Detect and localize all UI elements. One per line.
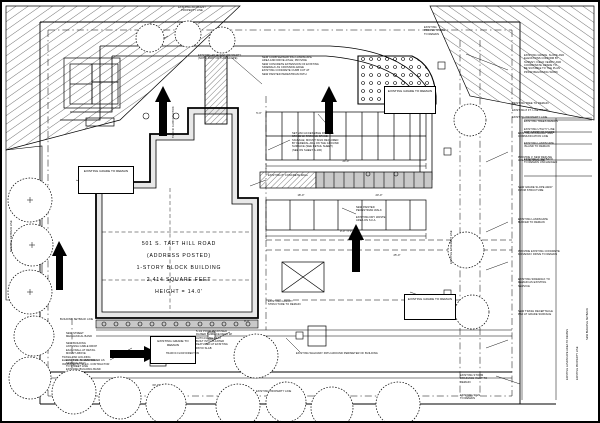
tree-symbols [7, 20, 490, 423]
callout-bottom-sidewalk: EXISTING WALKWAY PATH AROUND PERIMETER O… [296, 352, 378, 355]
right-note-0: EXISTING TREES REMAIN [524, 120, 558, 123]
label-box-existing-grade-bottom: EXISTING GRADE TO REMAIN [150, 336, 196, 364]
right-note-5: PROVIDE 4' NEW REFUSE AREA AND SIGNAGE [518, 156, 553, 163]
arrow-lot-north [348, 224, 364, 272]
right-note-7: EXISTING LANDSCAPE BUFFER TO REMAIN [518, 218, 548, 225]
callout-patio-note: 5-1/2 POUR PROPOSED RAISED SURFACE DECK … [196, 330, 233, 350]
building-wall-hatch [204, 55, 228, 125]
label-box-existing-grade-left: EXISTING GRADE TO REMAIN [78, 166, 134, 194]
legend-line-2: EXISTING PROPERTY LINE [512, 116, 548, 119]
building-address-note: (ADDRESS POSTED) [147, 253, 211, 259]
label-box-existing-grade-upper-right: EXISTING GRADE TO REMAIN [384, 86, 436, 114]
label-box-existing-grade-lower-right: EXISTING GRADE TO REMAIN [404, 294, 456, 320]
right-note-4: EXISTING BOUNDARY AND COMMUNICATION LINE [518, 132, 554, 139]
callout-ada-parking: SET VAN ACCESSIBLE PARKING SPACE W/ PARK… [292, 132, 339, 152]
building-construction-type: 1-STORY BLOCK BUILDING [136, 265, 222, 271]
callout-top-center-parking: NEW CURB SEPARATING LANDSCAPE AREA AND D… [262, 56, 319, 76]
tree-trunk-marks [27, 197, 35, 295]
callout-top-right-property: EXISTING PROPERTY LINE TO REMAIN [424, 26, 446, 36]
arrow-drive-north [321, 86, 337, 134]
right-margin-rules [521, 117, 592, 400]
dimension-label-1: 9'-0" TYP. [339, 230, 353, 233]
callout-concrete-wall: EXISTING 8" CONCRETE WALL [268, 174, 309, 177]
right-header-note: EXISTING GRADE, SLOPE AND ELEVATIONS CON… [524, 54, 565, 74]
legend-line-0: EXISTING TREE TO REMAIN [512, 102, 549, 105]
right-note-8: PROVIDE EXISTING CONCRETE DRIVEWAY DRIVE… [518, 250, 560, 257]
arrow-west-north [52, 241, 67, 290]
right-note-6: NEW GRADE SLOPE AWAY FROM STRUCTURE [518, 186, 553, 193]
dimension-label-0: 24'-0" [342, 160, 350, 163]
right-note-2: EXISTING LANDSCAPE ISLAND TO REMAIN [524, 142, 554, 149]
arrow-label-exit: TRAFFIC FLOW DIRECTION [166, 352, 200, 355]
stall-marker-circles [142, 112, 399, 177]
right-note-11: EXISTING STORM DRAINAGE INLET TO REMAIN [460, 374, 488, 384]
dimension-label-2: 18'-0" [297, 194, 305, 197]
bottom-left-annotation-list: NEW STREET MECHANICAL BAND NEW BUILDING … [66, 332, 101, 372]
lower-parking-band [265, 199, 427, 231]
dimension-label-3: 20'-0" [375, 194, 383, 197]
arrow-entry-north [155, 86, 171, 136]
building-area: 2,414 SQUARE FEET [146, 277, 212, 283]
dimension-label-6: 25'-0" [393, 254, 401, 257]
main-building-footprint [95, 107, 259, 319]
callout-left-setback: BUILDING SETBACK LINE [60, 318, 94, 321]
right-note-9: EXISTING SIDEWALK TO REMAIN AS EXISTING … [518, 278, 550, 288]
right-utility-lines [524, 119, 592, 177]
building-interior-dashes [102, 188, 252, 312]
callout-hatch-note: EXISTING ADJACENT PROPERTY (NOT A PART O… [198, 54, 242, 61]
callout-trash-note: TRASH PAD HOLDING ELECTRICAL TRANSFORMER… [62, 356, 110, 366]
callout-top-left-property: EXISTING ADJACENT PROPERTY LINE [178, 6, 206, 13]
dimension-ticks [265, 163, 427, 239]
callout-bottom-property-line: EXISTING PROPERTY LINE [256, 390, 292, 393]
bollard-row [95, 319, 259, 329]
existing-shed-structure [63, 57, 121, 127]
callout-canopy-note: EXISTING CANOPY STRUCTURE TO REMAIN [268, 300, 301, 307]
canopy-structure [281, 261, 325, 293]
legend-line-1: EXISTING 8 FT. LINE DRAIN [512, 109, 548, 112]
hatched-walk-band [259, 171, 433, 189]
dimension-label-5: 8'-0" [244, 320, 250, 323]
right-note-12: EXISTING SIGN TO REMAIN [460, 394, 481, 401]
dimension-label-4: 5'-0" [256, 112, 262, 115]
dimension-label-7: 60'-0" [152, 384, 160, 387]
detail-callout-squares [207, 61, 452, 340]
right-note-1: EXISTING UTILITY LINE NOT A PART OF SCOP… [524, 128, 555, 135]
right-note-10: NEW TRASH RECEPTACLE PAD AT GRADE SURFAC… [518, 310, 553, 317]
callout-stall-note: NEW PAINTED PEDESTRIAN WALK EXISTING DRY… [356, 206, 386, 223]
building-height: HEIGHT = 14.0' [155, 289, 203, 295]
building-address-line: 501 S. TAFT HILL ROAD [141, 241, 217, 247]
right-note-3: EXISTING 6' SETBACK TO REMAIN UNCHANGED [524, 158, 558, 165]
parking-stall-striping [265, 111, 427, 161]
